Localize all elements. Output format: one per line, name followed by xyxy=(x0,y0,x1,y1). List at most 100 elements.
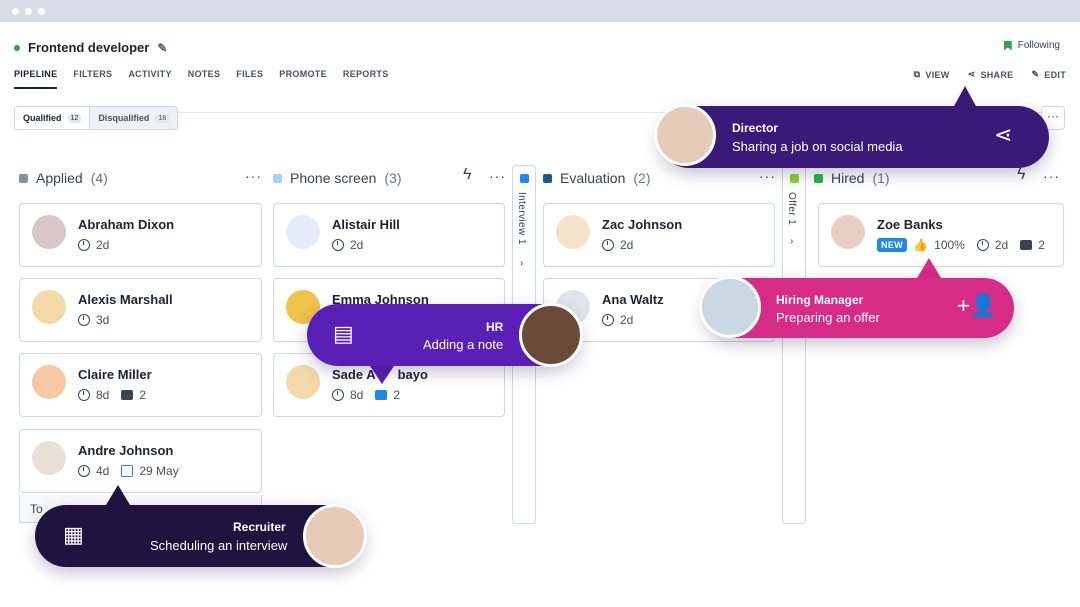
popup-tail xyxy=(370,366,394,384)
automation-bolt-icon[interactable]: ϟ xyxy=(463,166,472,183)
avatar xyxy=(32,441,66,475)
candidate-meta: 2d xyxy=(602,238,633,252)
window-minimize-dot[interactable] xyxy=(25,8,32,15)
clock-icon xyxy=(78,314,90,326)
column-count: (3) xyxy=(384,170,402,186)
column-name: Evaluation xyxy=(560,170,626,186)
candidate-meta: 2d xyxy=(78,238,109,252)
tab-notes[interactable]: NOTES xyxy=(187,69,221,79)
window-close-dot[interactable] xyxy=(12,8,19,15)
column-count: (1) xyxy=(872,170,890,186)
calendar-icon xyxy=(121,465,134,477)
avatar xyxy=(286,365,320,399)
comment-icon xyxy=(1020,240,1033,250)
column-name: Hired xyxy=(831,170,865,186)
column-name: Interview 1 xyxy=(516,192,527,245)
clock-icon xyxy=(602,239,614,251)
more-icon[interactable]: ··· xyxy=(1043,168,1060,184)
popup-action: Sharing a job on social media xyxy=(732,139,903,154)
popup-role: Recruiter xyxy=(233,520,286,534)
candidate-age: 4d xyxy=(96,464,110,478)
clock-icon xyxy=(78,465,90,477)
avatar xyxy=(32,215,66,249)
recruiter-photo xyxy=(303,504,367,568)
director-popup: Director Sharing a job on social media ⋖ xyxy=(654,104,1049,168)
tab-activity[interactable]: ACTIVITY xyxy=(128,69,172,79)
edit-button[interactable]: ✎EDIT xyxy=(1031,69,1066,80)
tab-reports[interactable]: REPORTS xyxy=(342,69,389,79)
comment-icon: ▤ xyxy=(333,321,354,346)
candidate-card[interactable]: Alexis Marshall 3d xyxy=(19,278,262,342)
clock-icon xyxy=(332,389,344,401)
comment-icon xyxy=(375,390,388,400)
avatar xyxy=(831,215,865,249)
candidate-card[interactable]: Alistair Hill 2d xyxy=(273,203,505,267)
column-name: Phone screen xyxy=(290,170,377,186)
pencil-icon[interactable]: ✎ xyxy=(157,40,168,55)
candidate-name: Andre Johnson xyxy=(78,443,174,458)
job-title-text: Frontend developer xyxy=(28,40,150,55)
popup-role: HR xyxy=(486,320,504,334)
candidate-name: Alistair Hill xyxy=(332,217,400,232)
avatar xyxy=(32,365,66,399)
more-icon[interactable]: ··· xyxy=(489,168,506,184)
stage-color xyxy=(520,174,529,183)
candidate-card[interactable]: Abraham Dixon 2d xyxy=(19,203,262,267)
clock-icon xyxy=(78,389,90,401)
status-dot xyxy=(14,44,20,51)
clock-icon xyxy=(78,239,90,251)
candidate-age: 8d xyxy=(350,388,364,402)
column-count: (2) xyxy=(633,170,651,186)
candidate-name: Ana Waltz xyxy=(602,292,664,307)
new-badge: NEW xyxy=(877,238,908,252)
thumbs-up-icon: 👍 xyxy=(913,238,929,252)
view-label: VIEW xyxy=(925,69,950,80)
candidate-card[interactable]: Andre Johnson 4d 29 May xyxy=(19,429,262,493)
popup-action: Adding a note xyxy=(423,337,504,352)
avatar xyxy=(286,215,320,249)
column-header-evaluation: Evaluation (2) xyxy=(543,170,651,186)
comment-icon xyxy=(121,390,134,400)
tab-filters[interactable]: FILTERS xyxy=(73,69,113,79)
candidate-meta: 2d xyxy=(332,238,363,252)
more-icon[interactable]: ··· xyxy=(245,168,262,184)
popup-tail xyxy=(953,86,977,108)
tab-pipeline[interactable]: PIPELINE xyxy=(14,69,58,89)
window-zoom-dot[interactable] xyxy=(38,8,45,15)
candidate-age: 2d xyxy=(620,238,634,252)
popup-role: Director xyxy=(732,121,779,135)
column-count: (4) xyxy=(90,170,108,186)
automation-bolt-icon[interactable]: ϟ xyxy=(1017,166,1026,183)
calendar-plus-icon: ▦ xyxy=(63,522,84,547)
candidate-card[interactable]: Zac Johnson 2d xyxy=(543,203,775,267)
tab-files[interactable]: FILES xyxy=(236,69,264,79)
comment-count: 2 xyxy=(139,388,147,402)
share-icon: ⋖ xyxy=(967,69,976,79)
following-button[interactable]: Following xyxy=(1003,40,1060,51)
hiring-manager-photo xyxy=(699,276,761,338)
stage-color xyxy=(543,173,552,183)
tab-promote[interactable]: PROMOTE xyxy=(279,69,327,79)
more-icon[interactable]: ··· xyxy=(759,168,776,184)
collapsed-column-offer[interactable]: Offer 1 › xyxy=(782,165,806,524)
share-button[interactable]: ⋖SHARE xyxy=(968,69,1014,80)
interview-date: 29 May xyxy=(139,464,179,478)
qualified-count: 12 xyxy=(67,113,82,123)
view-button[interactable]: ⧉ VIEW xyxy=(914,69,950,80)
job-title: Frontend developer ✎ xyxy=(14,40,167,55)
stage-color xyxy=(273,173,282,183)
column-header-hired: Hired (1) xyxy=(814,170,890,186)
window-titlebar xyxy=(0,0,1080,22)
external-link-icon: ⧉ xyxy=(913,69,921,79)
candidate-name: Zac Johnson xyxy=(602,217,683,232)
share-icon: ⋖ xyxy=(994,122,1013,147)
candidate-name: Emma Johnson xyxy=(332,292,429,307)
